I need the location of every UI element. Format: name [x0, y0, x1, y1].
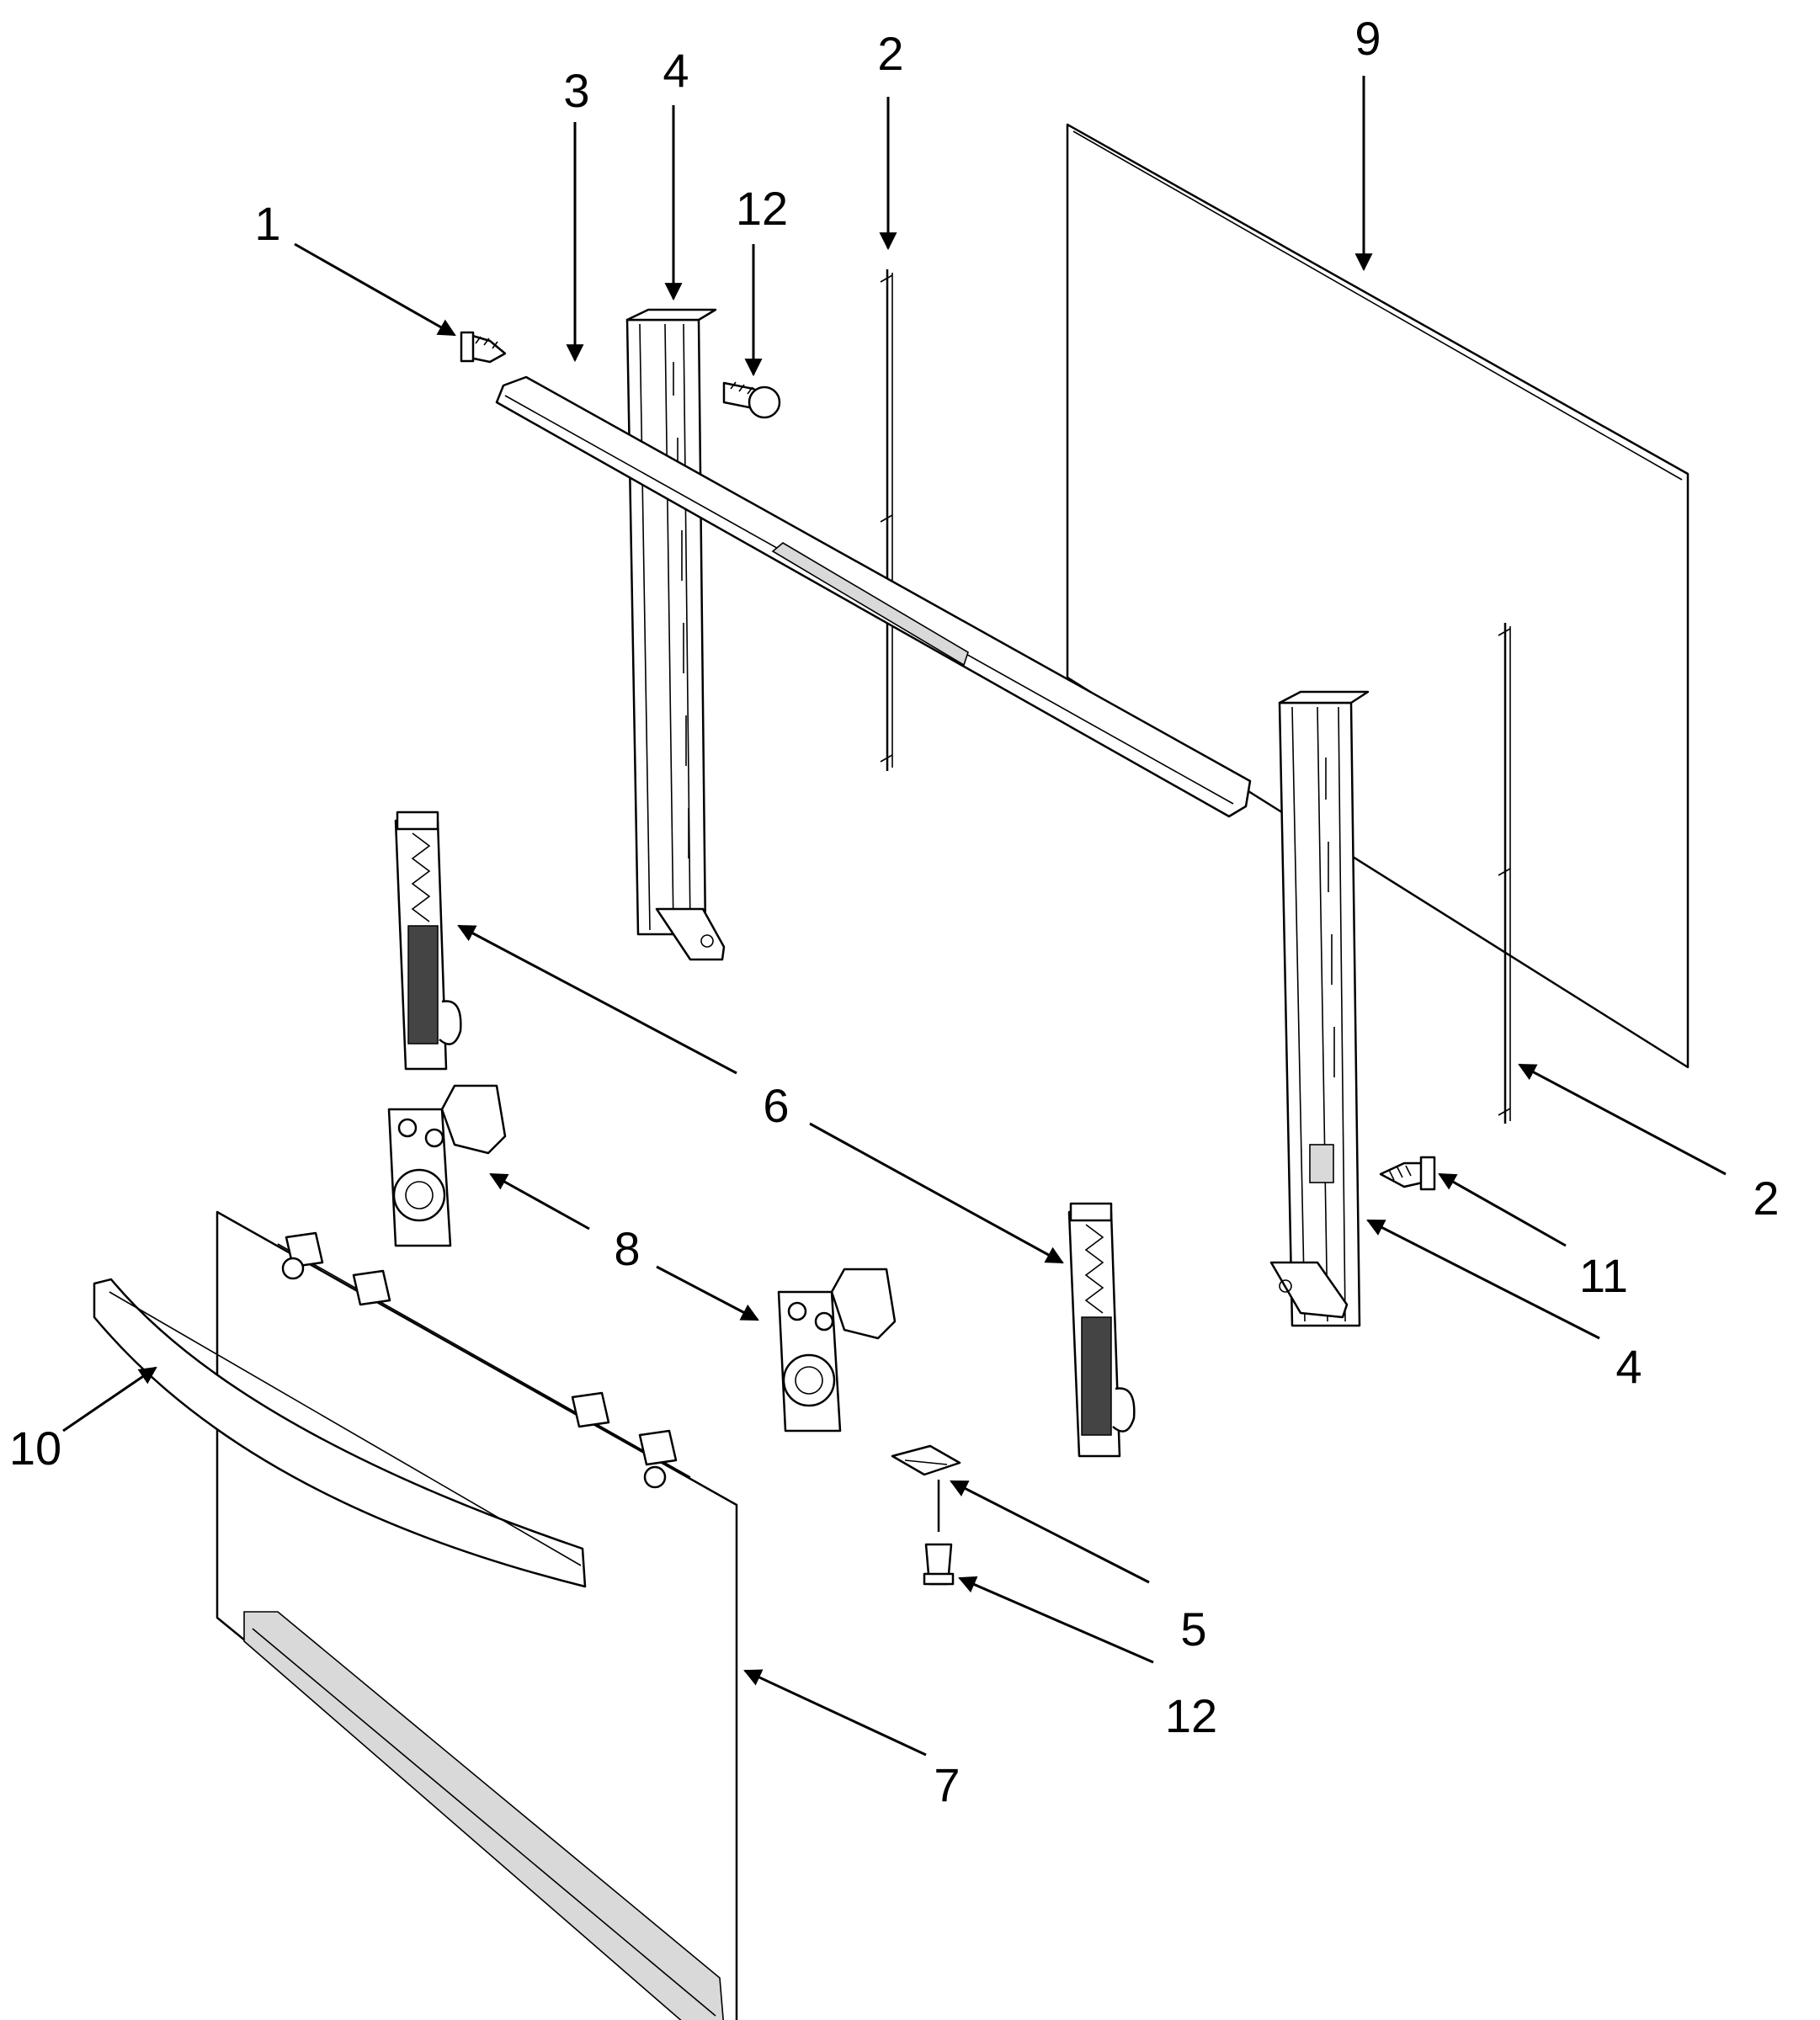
callout-1: 1 — [254, 197, 280, 250]
leader-11 — [1438, 1172, 1567, 1247]
part-5-clip — [891, 1444, 961, 1476]
part-7-door-assembly — [216, 1210, 738, 2020]
part-12-screw-upper — [722, 381, 781, 419]
leader-2-lower — [1518, 1063, 1727, 1176]
part-4-side-channel-left — [625, 308, 726, 961]
callout-labels: 1 2 2 3 4 4 5 6 7 8 9 10 11 12 12 — [9, 12, 1780, 1811]
callout-2-upper: 2 — [877, 27, 903, 80]
callout-3: 3 — [563, 64, 589, 117]
leader-12-lower — [958, 1576, 1154, 1664]
part-8-hinge-bracket-right — [777, 1268, 897, 1433]
part-4-side-channel-right — [1269, 690, 1370, 1327]
callout-8: 8 — [614, 1222, 640, 1275]
leader-5 — [950, 1480, 1150, 1584]
leader-1 — [294, 242, 456, 337]
leader-lines — [62, 76, 1727, 1757]
callout-7: 7 — [934, 1758, 960, 1811]
callout-12-lower: 12 — [1165, 1689, 1217, 1742]
leader-4-lower — [1366, 1219, 1600, 1340]
part-6-hinge-left — [394, 811, 462, 1071]
part-11-screw — [1379, 1156, 1436, 1191]
part-8-hinge-bracket-left — [387, 1084, 507, 1247]
leader-7 — [743, 1669, 927, 1757]
leader-8-left — [489, 1172, 590, 1231]
callout-6: 6 — [763, 1079, 789, 1132]
part-10-door-handle — [93, 1278, 587, 1588]
part-6-hinge-right — [1067, 1202, 1136, 1458]
callout-5: 5 — [1180, 1603, 1206, 1656]
callout-12-upper: 12 — [736, 182, 788, 235]
leader-6-right — [809, 1122, 1064, 1264]
callout-9: 9 — [1354, 12, 1381, 65]
leader-10 — [62, 1366, 157, 1433]
part-2-spacer-strip-upper — [880, 269, 893, 771]
part-9-glass-panel — [1066, 123, 1690, 1069]
callout-10: 10 — [9, 1422, 61, 1475]
part-12-screw-lower — [923, 1480, 955, 1586]
callout-4-upper: 4 — [663, 44, 689, 97]
callout-2-lower: 2 — [1753, 1172, 1779, 1225]
leader-8-right — [656, 1265, 759, 1321]
part-1-screw — [460, 331, 507, 364]
leader-6-left — [457, 924, 737, 1075]
part-3-top-trim-rail — [495, 375, 1252, 818]
callout-11: 11 — [1579, 1249, 1628, 1302]
callout-4-lower: 4 — [1615, 1340, 1642, 1393]
part-2-spacer-strip-lower — [1498, 623, 1511, 1124]
